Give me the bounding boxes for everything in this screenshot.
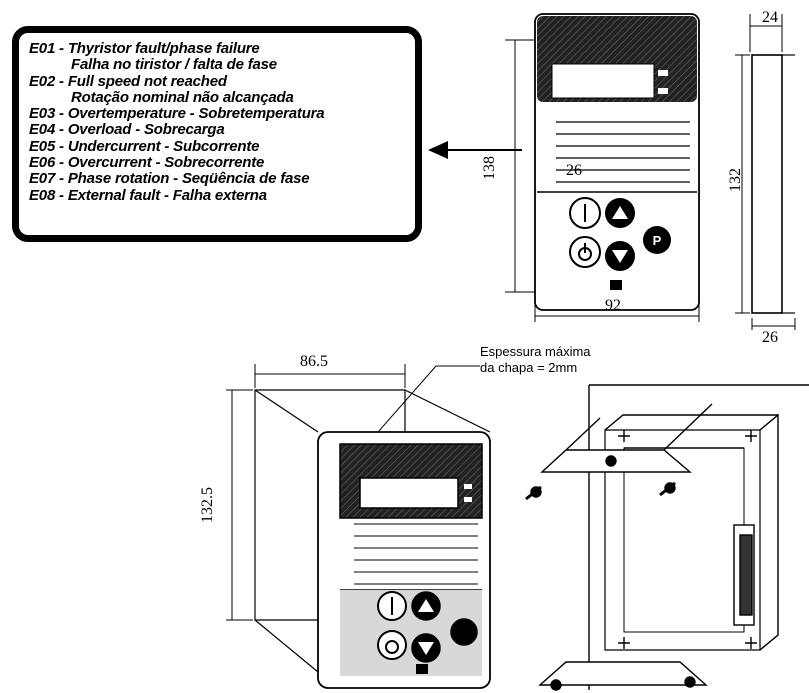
error-code-e06: E06 - Overcurrent - Sobrecorrente — [29, 154, 415, 172]
error-code-label: E04 — [29, 121, 56, 139]
error-code-e08: E08 - External fault - Falha externa — [29, 186, 415, 204]
program-key-label: P — [653, 233, 662, 248]
front-view: P — [534, 13, 700, 311]
error-description: Phase rotation - Seqüência de fase — [67, 170, 310, 188]
separator: - — [55, 137, 68, 155]
mounting-view — [525, 384, 809, 691]
separator: - — [55, 186, 68, 204]
side-height-dimension: 132 — [727, 168, 744, 192]
error-code-label: E01 — [29, 40, 56, 57]
error-code-label: E07 — [29, 170, 56, 188]
side-view — [735, 14, 796, 330]
error-code-label: E06 — [29, 154, 56, 172]
error-code-label: E05 — [29, 137, 56, 155]
note-line-1: Espessura máxima — [480, 344, 591, 359]
separator: - — [55, 72, 68, 90]
front-height-dimension: 138 — [481, 156, 498, 180]
separator: - — [55, 105, 68, 123]
separator: - — [55, 121, 68, 139]
display-dimension: 26 — [566, 162, 582, 179]
error-description: Full speed not reached — [67, 72, 227, 90]
error-code-label: E08 — [29, 186, 56, 204]
error-description: Undercurrent - Subcorrente — [67, 137, 260, 155]
error-code-e05: E05 - Undercurrent - Subcorrente — [29, 137, 415, 155]
separator: - — [55, 40, 68, 57]
iso-width-dimension: 86.5 — [300, 353, 328, 370]
error-description-pt: Falha no tiristor / falta de fase — [71, 56, 277, 74]
error-code-label: E03 — [29, 105, 56, 123]
separator: - — [55, 154, 68, 172]
error-description: External fault - Falha externa — [67, 186, 267, 204]
error-description: Overcurrent - Sobrecorrente — [67, 154, 265, 172]
error-description-pt: Rotação nominal não alcançada — [71, 88, 294, 106]
error-description: Thyristor fault/phase failure — [67, 40, 260, 57]
error-code-label: E02 — [29, 72, 56, 90]
error-description: Overtemperature - Sobretemperatura — [67, 105, 325, 123]
note-leader — [377, 365, 480, 433]
error-description: Overload - Sobrecarga — [67, 121, 225, 139]
error-code-e03: E03 - Overtemperature - Sobretemperatura — [29, 106, 415, 122]
note-line-2: da chapa = 2mm — [480, 360, 577, 375]
side-depth-top-dimension: 24 — [762, 9, 778, 26]
isometric-view — [254, 389, 491, 689]
error-code-e04: E04 - Overload - Sobrecarga — [29, 122, 415, 138]
side-depth-bottom-dimension: 26 — [762, 329, 778, 346]
error-code-e07: E07 - Phase rotation - Seqüência de fase — [29, 171, 415, 187]
separator: - — [55, 170, 68, 188]
front-width-dimension: 92 — [605, 297, 621, 314]
iso-height-dimension: 132.5 — [199, 487, 216, 523]
pointer-arrow — [428, 141, 522, 159]
